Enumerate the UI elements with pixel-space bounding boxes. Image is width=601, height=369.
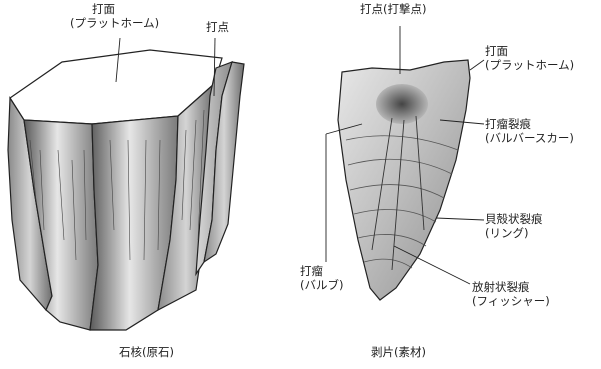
core-platform-title: 打面	[70, 2, 159, 16]
flake-fissures-label: 放射状裂痕 (フィッシャー)	[472, 280, 550, 308]
flake-platform-title: 打面	[485, 44, 574, 58]
flake-bulbar-scar-title: 打瘤裂痕	[485, 117, 574, 131]
flake-fissures-title: 放射状裂痕	[472, 280, 550, 294]
flake-ripples-label: 貝殻状裂痕 (リング)	[485, 212, 543, 240]
core-platform-label: 打面 (プラットホーム)	[70, 2, 159, 30]
flake-bulb-title: 打瘤	[300, 264, 343, 278]
flake-ripples-title: 貝殻状裂痕	[485, 212, 543, 226]
flake-bulb	[376, 84, 428, 124]
flake-bulbar-scar-sub: (バルバースカー)	[485, 131, 574, 145]
core-drawing	[8, 50, 244, 330]
flake-drawing	[338, 60, 470, 300]
flake-fissures-sub: (フィッシャー)	[472, 294, 550, 308]
core-caption: 石核(原石)	[119, 344, 174, 360]
flake-ripples-sub: (リング)	[485, 226, 543, 240]
core-platform-sub: (プラットホーム)	[70, 16, 159, 30]
flake-bulb-sub: (バルブ)	[300, 278, 343, 292]
flake-point-label: 打点(打撃点)	[360, 2, 426, 16]
core-point-label: 打点	[206, 20, 229, 34]
leader-flake-ripples	[436, 218, 484, 220]
flake-platform-sub: (プラットホーム)	[485, 58, 574, 72]
leader-flake-platform	[470, 60, 484, 70]
flake-caption: 剥片(素材)	[371, 344, 426, 360]
flake-bulbar-scar-label: 打瘤裂痕 (バルバースカー)	[485, 117, 574, 145]
flake-platform-label: 打面 (プラットホーム)	[485, 44, 574, 72]
flake-bulb-label: 打瘤 (バルブ)	[300, 264, 343, 292]
